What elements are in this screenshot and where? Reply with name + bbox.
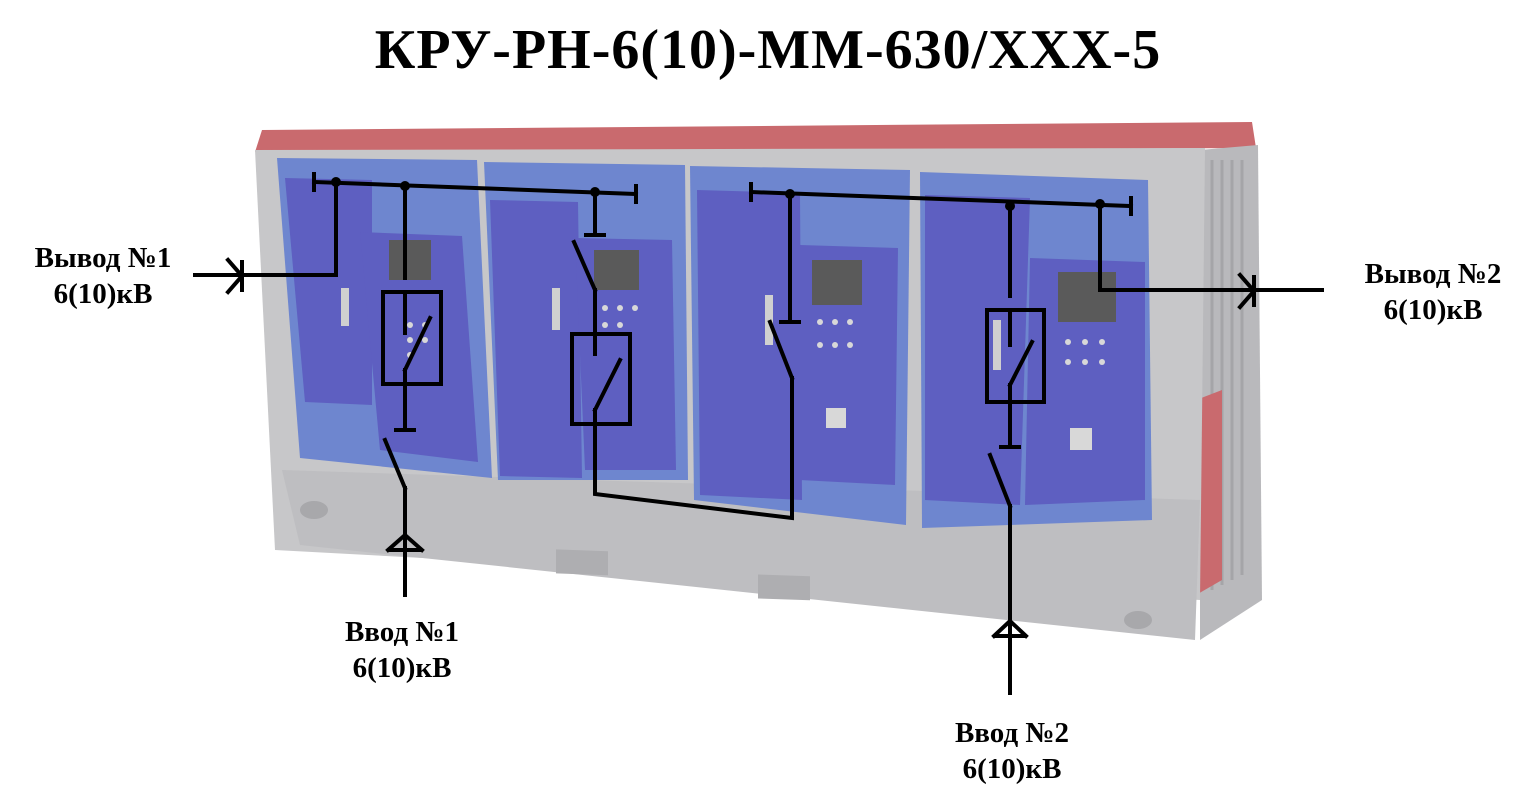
- breaker-1: [381, 290, 443, 386]
- single-line-schematic: [193, 172, 1324, 695]
- cabinet-3: [690, 166, 910, 525]
- label-input-2: Ввод №2 6(10)кВ: [892, 715, 1132, 787]
- label-output-1: Вывод №1 6(10)кВ: [0, 240, 223, 312]
- label-input-2-voltage: 6(10)кВ: [962, 753, 1062, 785]
- label-input-2-name: Ввод №2: [954, 717, 1070, 749]
- sectional-disconnector: [767, 319, 795, 381]
- lifting-slot: [758, 574, 810, 601]
- input-2-terminal: [991, 618, 1029, 639]
- lifting-eye: [300, 501, 328, 519]
- disconnector-2: [987, 452, 1013, 509]
- page-title: КРУ-РН-6(10)-ММ-630/XXX-5: [374, 19, 1162, 81]
- junction-dots: [331, 177, 1105, 211]
- cabinet-2: [484, 162, 688, 480]
- cabinet-4: [920, 172, 1152, 528]
- right-wall-louvers: [1210, 160, 1244, 590]
- roof: [255, 122, 1256, 152]
- busbar-2: [748, 189, 1134, 209]
- label-output-2-voltage: 6(10)кВ: [1383, 294, 1483, 326]
- screen: [594, 250, 639, 290]
- label-input-1-voltage: 6(10)кВ: [352, 652, 452, 684]
- sectional-breaker: [570, 332, 632, 426]
- lifting-eye: [1124, 611, 1152, 629]
- label-input-1-name: Ввод №1: [344, 616, 460, 648]
- section-link: [593, 376, 794, 521]
- breaker-2: [985, 308, 1046, 404]
- screen: [1058, 272, 1116, 322]
- input-1-terminal: [385, 532, 425, 553]
- label-output-1-voltage: 6(10)кВ: [53, 278, 153, 310]
- lifting-slot: [556, 549, 608, 576]
- label-output-2: Вывод №2 6(10)кВ: [1313, 256, 1536, 328]
- label-output-1-name: Вывод №1: [34, 242, 172, 274]
- screen: [812, 260, 862, 305]
- disconnector-1: [382, 437, 408, 491]
- screen: [389, 240, 431, 280]
- label-output-2-name: Вывод №2: [1364, 258, 1502, 290]
- busbar-1: [311, 179, 639, 197]
- right-side-plate: [1196, 390, 1222, 595]
- output-2-feeder: [1098, 202, 1324, 292]
- label-input-1: Ввод №1 6(10)кВ: [282, 614, 522, 686]
